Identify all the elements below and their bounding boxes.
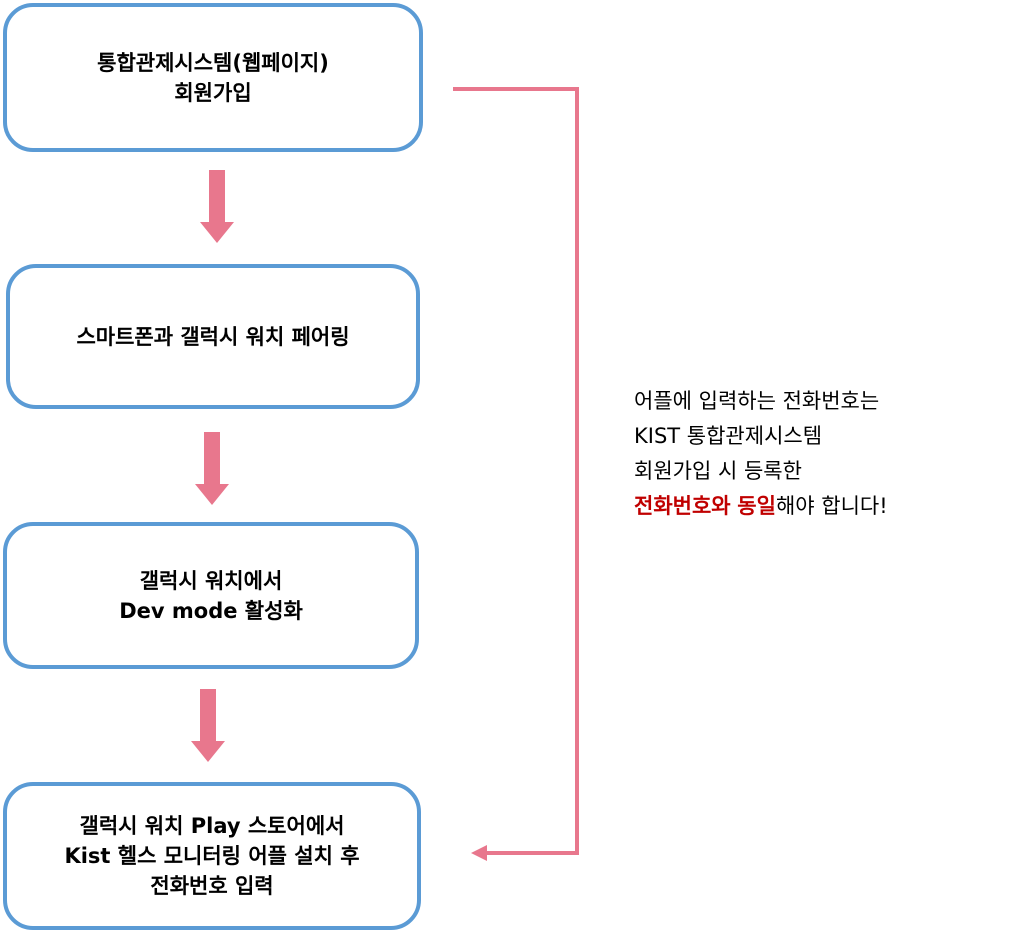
note-line-2: KIST 통합관제시스템 [634, 419, 888, 454]
down-arrow-3 [191, 689, 225, 762]
note-line-1-text: 어플에 입력하는 전화번호는 [634, 389, 880, 413]
step-3-line-2: Dev mode 활성화 [119, 598, 303, 623]
down-arrow-2 [195, 432, 229, 505]
note-highlight-same: 동일 [737, 494, 776, 518]
note-line-4: 전화번호와 동일해야 합니다! [634, 489, 888, 524]
note-line-2-text: KIST 통합관제시스템 [634, 424, 823, 448]
down-arrow-1 [200, 170, 234, 243]
bracket-connector [453, 87, 579, 861]
step-3-line-1: 갤럭시 워치에서 [139, 568, 283, 593]
step-1-line-1: 통합관제시스템(웹페이지) [97, 50, 329, 75]
step-2-line-1: 스마트폰과 갤럭시 워치 페어링 [76, 324, 350, 349]
phone-number-note: 어플에 입력하는 전화번호는 KIST 통합관제시스템 회원가입 시 등록한 전… [634, 384, 888, 524]
note-line-1: 어플에 입력하는 전화번호는 [634, 384, 888, 419]
step-2-box: 스마트폰과 갤럭시 워치 페어링 [6, 264, 420, 409]
step-4-line-3: 전화번호 입력 [150, 874, 274, 898]
step-1-line-2: 회원가입 [174, 80, 252, 105]
step-4-box: 갤럭시 워치 Play 스토어에서 Kist 헬스 모니터링 어플 설치 후 전… [3, 782, 421, 930]
step-1-box: 통합관제시스템(웹페이지) 회원가입 [3, 3, 423, 152]
note-highlight-phone: 전화번호와 [634, 494, 731, 518]
note-line-3-text: 회원가입 시 등록한 [634, 459, 802, 483]
note-line-4-rest: 해야 합니다! [775, 494, 888, 518]
step-4-line-2: Kist 헬스 모니터링 어플 설치 후 [64, 844, 360, 868]
step-4-line-1: 갤럭시 워치 Play 스토어에서 [79, 814, 345, 838]
step-3-box: 갤럭시 워치에서 Dev mode 활성화 [3, 522, 419, 669]
note-line-3: 회원가입 시 등록한 [634, 454, 888, 489]
